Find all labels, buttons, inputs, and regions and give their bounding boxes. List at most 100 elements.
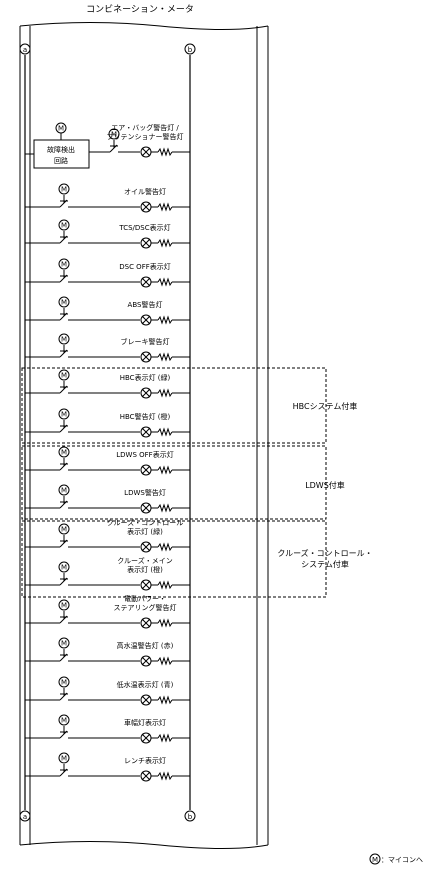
- resistor-icon: [157, 277, 173, 287]
- svg-text:回路: 回路: [54, 156, 68, 165]
- svg-text:M: M: [61, 487, 67, 495]
- lamp-circuit-eps: M 電動パワー・ステアリング警告灯: [25, 594, 190, 629]
- svg-text:HBCシステム付車: HBCシステム付車: [293, 401, 358, 411]
- microcomputer-icon: M: [58, 258, 70, 270]
- lamp-circuit-brake: M ブレーキ警告灯: [25, 333, 190, 363]
- svg-text:b: b: [188, 46, 193, 54]
- microcomputer-icon: M: [58, 296, 70, 308]
- svg-text:LDWS付車: LDWS付車: [305, 480, 345, 490]
- microcomputer-icon: M: [58, 752, 70, 764]
- legend-m-icon: [369, 853, 381, 865]
- lamp-icon: [140, 426, 152, 438]
- lamp-label: HBC表示灯 (緑): [120, 373, 171, 382]
- svg-text:a: a: [23, 46, 27, 54]
- lamp-label: ステアリング警告灯: [114, 603, 177, 612]
- legend: M ：マイコンへ: [369, 853, 423, 865]
- lamp-circuit-hitemp: M 高水温警告灯 (赤): [25, 637, 190, 667]
- lamp-label: 電動パワー・: [124, 594, 166, 603]
- bus-a-top-terminal: a: [19, 43, 31, 55]
- lamp-label: ブレーキ警告灯: [121, 337, 170, 346]
- svg-text:システム付車: システム付車: [301, 559, 349, 569]
- svg-text:M: M: [111, 131, 117, 139]
- svg-text:M: M: [61, 299, 67, 307]
- lamp-label: クルーズ・コントロール: [107, 518, 183, 527]
- fault-box-m: M: [25, 122, 67, 155]
- resistor-icon: [157, 580, 173, 590]
- lamp-icon: [140, 694, 152, 706]
- microcomputer-icon: M: [58, 561, 70, 573]
- microcomputer-icon: M: [58, 523, 70, 535]
- lamp-label: 高水温警告灯 (赤): [117, 641, 174, 650]
- resistor-icon: [157, 388, 173, 398]
- lamp-icon: [140, 770, 152, 782]
- lamp-icon: [140, 732, 152, 744]
- lamp-label: LDWS OFF表示灯: [116, 450, 173, 459]
- lamp-icon: [140, 146, 152, 158]
- microcomputer-icon: M: [58, 369, 70, 381]
- svg-text:M: M: [61, 602, 67, 610]
- svg-text:M: M: [61, 336, 67, 344]
- lamp-circuit-abs: M ABS警告灯: [25, 296, 190, 326]
- resistor-icon: [157, 147, 173, 157]
- lamp-icon: [140, 314, 152, 326]
- svg-text:M: M: [61, 222, 67, 230]
- resistor-icon: [157, 503, 173, 513]
- bus-a-bottom-terminal: a: [19, 810, 31, 822]
- microcomputer-icon: M: [58, 714, 70, 726]
- lamp-icon: [140, 655, 152, 667]
- microcomputer-icon: M: [58, 637, 70, 649]
- microcomputer-icon: M: [58, 333, 70, 345]
- lamp-label: プリテンショナー警告灯: [107, 132, 184, 141]
- resistor-icon: [157, 656, 173, 666]
- svg-text:M: M: [61, 411, 67, 419]
- lamp-label: ABS警告灯: [128, 300, 163, 309]
- fault-detection-box: 故障検出 回路: [33, 139, 90, 169]
- svg-text:a: a: [23, 813, 27, 821]
- lamp-label: 表示灯 (橙): [127, 565, 163, 574]
- svg-text:M: M: [61, 372, 67, 380]
- svg-text:M: M: [61, 449, 67, 457]
- lamp-label: 表示灯 (緑): [127, 527, 163, 536]
- lamp-icon: [140, 617, 152, 629]
- svg-text:M: M: [372, 856, 378, 864]
- lamp-circuit-dscoff: M DSC OFF表示灯: [25, 258, 190, 288]
- svg-text:M: M: [61, 640, 67, 648]
- resistor-icon: [157, 238, 173, 248]
- resistor-icon: [157, 427, 173, 437]
- lamp-label: DSC OFF表示灯: [119, 262, 171, 271]
- microcomputer-icon: M: [58, 446, 70, 458]
- resistor-icon: [157, 202, 173, 212]
- svg-text:M: M: [61, 717, 67, 725]
- lamp-icon: [140, 579, 152, 591]
- lamp-icon: [140, 464, 152, 476]
- svg-text:故障検出: 故障検出: [47, 145, 75, 154]
- lamp-label: クルーズ・メイン: [117, 556, 172, 565]
- legend-text: ：マイコンへ: [381, 856, 423, 864]
- microcomputer-icon: M: [58, 599, 70, 611]
- lamp-label: LDWS警告灯: [124, 488, 166, 497]
- lamp-icon: [140, 502, 152, 514]
- resistor-icon: [157, 542, 173, 552]
- group-box-ldws: LDWS付車: [21, 445, 345, 520]
- lamp-label: オイル警告灯: [124, 187, 166, 196]
- lamp-circuit-oil: M オイル警告灯: [25, 183, 190, 213]
- lamp-label: エア・バッグ警告灯 /: [111, 123, 179, 132]
- microcomputer-icon: M: [58, 484, 70, 496]
- microcomputer-icon: M: [108, 128, 120, 140]
- resistor-icon: [157, 695, 173, 705]
- bus-b-bottom-terminal: b: [184, 810, 196, 822]
- lamp-icon: [140, 201, 152, 213]
- microcomputer-icon: M: [58, 408, 70, 420]
- svg-text:M: M: [61, 261, 67, 269]
- svg-text:M: M: [61, 526, 67, 534]
- group-box-hbc: HBCシステム付車: [21, 367, 358, 444]
- meter-housing: [19, 22, 269, 849]
- microcomputer-icon: M: [58, 183, 70, 195]
